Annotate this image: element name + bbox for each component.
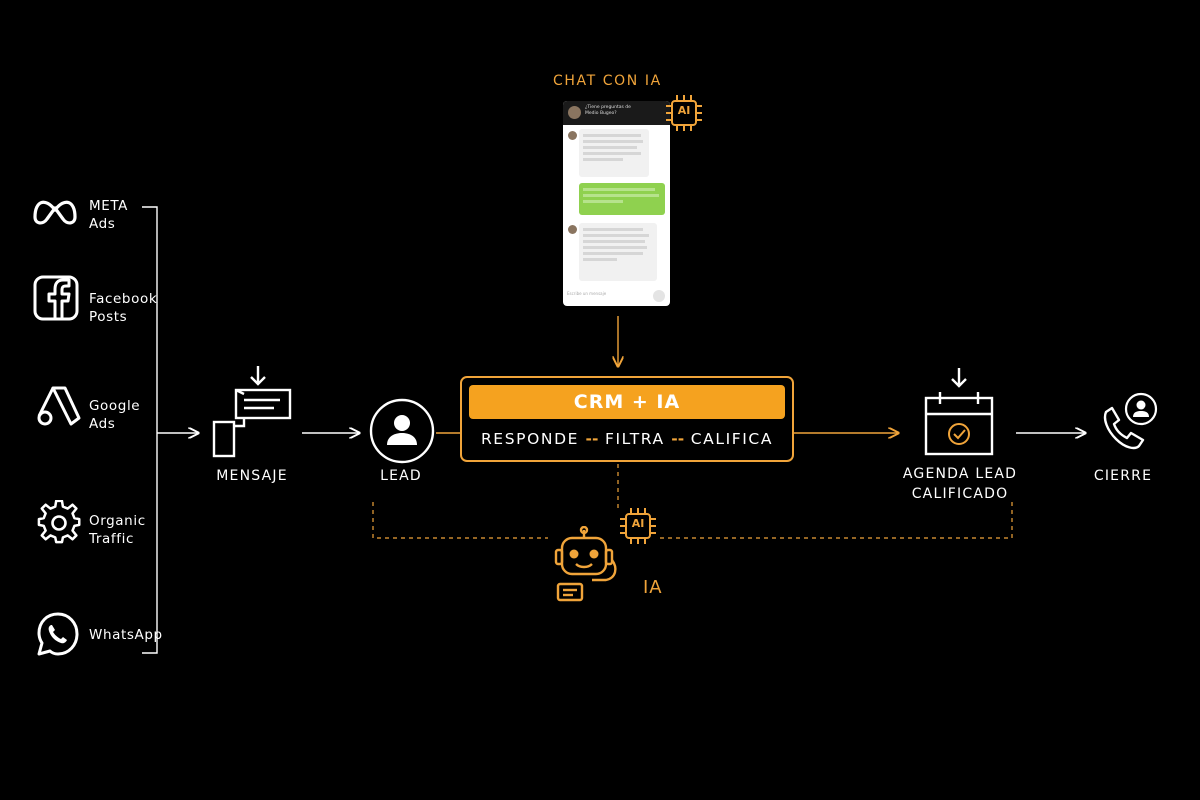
node-label-lead: LEAD bbox=[351, 466, 451, 486]
chat-heading: CHAT CON IA bbox=[553, 73, 662, 89]
source-label-meta: META Ads bbox=[89, 197, 128, 233]
chat-bubble-avatar bbox=[568, 131, 577, 140]
ia-label: IA bbox=[643, 577, 663, 598]
crm-step-filtra: FILTRA bbox=[605, 430, 665, 448]
source-label-organic: Organic Traffic bbox=[89, 512, 146, 548]
chat-bubble-avatar bbox=[568, 225, 577, 234]
source-label-google: Google Ads bbox=[89, 397, 140, 433]
chat-title: ¿Tiene preguntas de Medio Bugeo? bbox=[585, 105, 645, 117]
chat-mockup: ¿Tiene preguntas de Medio Bugeo? Escribe… bbox=[563, 101, 670, 306]
source-label-facebook: Facebook Posts bbox=[89, 290, 157, 326]
chat-bubble-incoming bbox=[579, 223, 657, 281]
gear-icon bbox=[37, 500, 83, 546]
lead-user-icon bbox=[369, 398, 435, 464]
node-label-agenda: AGENDA LEAD CALIFICADO bbox=[890, 464, 1030, 504]
phone-contact-icon bbox=[1097, 390, 1163, 456]
ia-chip-label: AI bbox=[628, 517, 648, 530]
chat-header: ¿Tiene preguntas de Medio Bugeo? bbox=[563, 101, 670, 125]
facebook-icon bbox=[33, 275, 79, 321]
source-label-whatsapp: WhatsApp bbox=[89, 626, 163, 644]
chat-avatar bbox=[568, 106, 581, 119]
source-bracket bbox=[142, 207, 157, 653]
meta-icon bbox=[31, 193, 79, 227]
crm-steps: RESPONDE -- FILTRA -- CALIFICA bbox=[462, 430, 792, 448]
crm-step-califica: CALIFICA bbox=[691, 430, 773, 448]
chat-input[interactable]: Escribe un mensaje bbox=[567, 291, 647, 296]
calendar-check-icon bbox=[922, 366, 996, 458]
dash-lead-to-ia bbox=[373, 502, 548, 538]
chat-send-button[interactable] bbox=[653, 290, 665, 302]
crm-separator: -- bbox=[586, 430, 599, 448]
message-inbox-icon bbox=[210, 364, 294, 458]
whatsapp-icon bbox=[35, 611, 81, 657]
node-label-cierre: CIERRE bbox=[1073, 466, 1173, 486]
google-ads-icon bbox=[35, 382, 81, 428]
node-label-mensaje: MENSAJE bbox=[202, 466, 302, 486]
crm-separator: -- bbox=[671, 430, 684, 448]
chat-bubble-outgoing bbox=[579, 183, 665, 215]
chat-bubble-incoming bbox=[579, 129, 649, 177]
dash-agenda-to-ia bbox=[660, 502, 1012, 538]
ai-chip-label: AI bbox=[674, 104, 694, 117]
crm-title: CRM + IA bbox=[469, 385, 785, 419]
crm-step-responde: RESPONDE bbox=[481, 430, 579, 448]
crm-ia-box: CRM + IA RESPONDE -- FILTRA -- CALIFICA bbox=[460, 376, 794, 462]
